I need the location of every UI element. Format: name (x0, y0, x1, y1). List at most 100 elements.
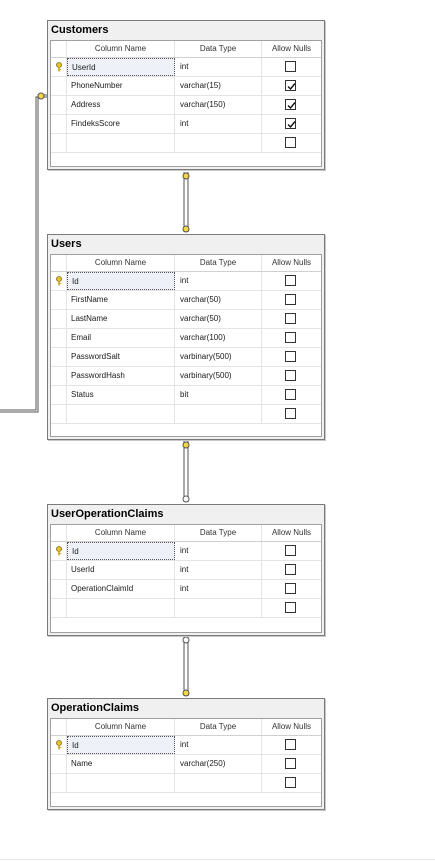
data-type-cell[interactable]: varchar(15) (175, 77, 262, 95)
data-type-cell[interactable]: int (175, 58, 262, 76)
row-selector[interactable] (51, 58, 67, 76)
column-name-cell[interactable]: Status (67, 386, 175, 404)
allow-nulls-checkbox[interactable] (285, 370, 296, 381)
allow-nulls-checkbox[interactable] (285, 739, 296, 750)
column-name-cell[interactable]: Id (67, 272, 175, 290)
allow-nulls-cell[interactable] (262, 755, 321, 773)
column-name-cell[interactable]: PasswordSalt (67, 348, 175, 366)
row-selector[interactable] (51, 542, 67, 560)
data-type-cell[interactable]: int (175, 115, 262, 133)
allow-nulls-checkbox[interactable] (285, 758, 296, 769)
allow-nulls-cell[interactable] (262, 405, 321, 423)
row-selector[interactable] (51, 736, 67, 754)
allow-nulls-checkbox[interactable] (285, 602, 296, 613)
allow-nulls-checkbox[interactable] (285, 389, 296, 400)
column-name-cell[interactable]: FindeksScore (67, 115, 175, 133)
allow-nulls-cell[interactable] (262, 272, 321, 290)
data-type-cell[interactable]: int (175, 580, 262, 598)
allow-nulls-cell[interactable] (262, 367, 321, 385)
column-name-cell[interactable]: FirstName (67, 291, 175, 309)
column-name-cell[interactable]: PhoneNumber (67, 77, 175, 95)
allow-nulls-cell[interactable] (262, 115, 321, 133)
row-selector[interactable] (51, 291, 67, 309)
row-selector[interactable] (51, 96, 67, 114)
table-row[interactable] (51, 134, 321, 153)
table-row[interactable] (51, 599, 321, 618)
column-name-cell[interactable]: UserId (67, 58, 175, 76)
column-name-cell[interactable]: Name (67, 755, 175, 773)
allow-nulls-cell[interactable] (262, 599, 321, 617)
allow-nulls-checkbox[interactable] (285, 294, 296, 305)
row-selector[interactable] (51, 580, 67, 598)
data-type-cell[interactable]: int (175, 736, 262, 754)
data-type-cell[interactable]: bit (175, 386, 262, 404)
column-name-cell[interactable]: UserId (67, 561, 175, 579)
row-selector[interactable] (51, 386, 67, 404)
allow-nulls-cell[interactable] (262, 736, 321, 754)
allow-nulls-checkbox[interactable] (285, 118, 296, 129)
allow-nulls-cell[interactable] (262, 134, 321, 152)
allow-nulls-checkbox[interactable] (285, 408, 296, 419)
allow-nulls-checkbox[interactable] (285, 351, 296, 362)
allow-nulls-cell[interactable] (262, 386, 321, 404)
table-row[interactable] (51, 774, 321, 793)
column-name-cell[interactable] (67, 774, 175, 792)
data-type-cell[interactable]: int (175, 542, 262, 560)
allow-nulls-checkbox[interactable] (285, 61, 296, 72)
allow-nulls-cell[interactable] (262, 348, 321, 366)
data-type-cell[interactable]: varbinary(500) (175, 348, 262, 366)
data-type-cell[interactable]: varchar(150) (175, 96, 262, 114)
row-selector[interactable] (51, 272, 67, 290)
data-type-cell[interactable] (175, 134, 262, 152)
allow-nulls-checkbox[interactable] (285, 137, 296, 148)
row-selector[interactable] (51, 774, 67, 792)
allow-nulls-checkbox[interactable] (285, 583, 296, 594)
row-selector[interactable] (51, 599, 67, 617)
allow-nulls-checkbox[interactable] (285, 777, 296, 788)
data-type-cell[interactable] (175, 599, 262, 617)
allow-nulls-cell[interactable] (262, 58, 321, 76)
row-selector[interactable] (51, 329, 67, 347)
column-name-cell[interactable]: Address (67, 96, 175, 114)
row-selector[interactable] (51, 77, 67, 95)
row-selector[interactable] (51, 755, 67, 773)
row-selector[interactable] (51, 561, 67, 579)
data-type-cell[interactable]: varchar(250) (175, 755, 262, 773)
allow-nulls-checkbox[interactable] (285, 564, 296, 575)
column-name-cell[interactable] (67, 134, 175, 152)
row-selector[interactable] (51, 405, 67, 423)
column-name-cell[interactable]: PasswordHash (67, 367, 175, 385)
allow-nulls-checkbox[interactable] (285, 80, 296, 91)
column-name-cell[interactable]: LastName (67, 310, 175, 328)
allow-nulls-cell[interactable] (262, 580, 321, 598)
table-row[interactable] (51, 405, 321, 424)
column-name-cell[interactable]: OperationClaimId (67, 580, 175, 598)
column-name-cell[interactable]: Id (67, 542, 175, 560)
data-type-cell[interactable]: varbinary(500) (175, 367, 262, 385)
data-type-cell[interactable] (175, 774, 262, 792)
allow-nulls-checkbox[interactable] (285, 545, 296, 556)
allow-nulls-cell[interactable] (262, 310, 321, 328)
column-name-cell[interactable] (67, 405, 175, 423)
data-type-cell[interactable]: varchar(100) (175, 329, 262, 347)
allow-nulls-checkbox[interactable] (285, 332, 296, 343)
allow-nulls-cell[interactable] (262, 542, 321, 560)
data-type-cell[interactable]: int (175, 272, 262, 290)
column-name-cell[interactable] (67, 599, 175, 617)
